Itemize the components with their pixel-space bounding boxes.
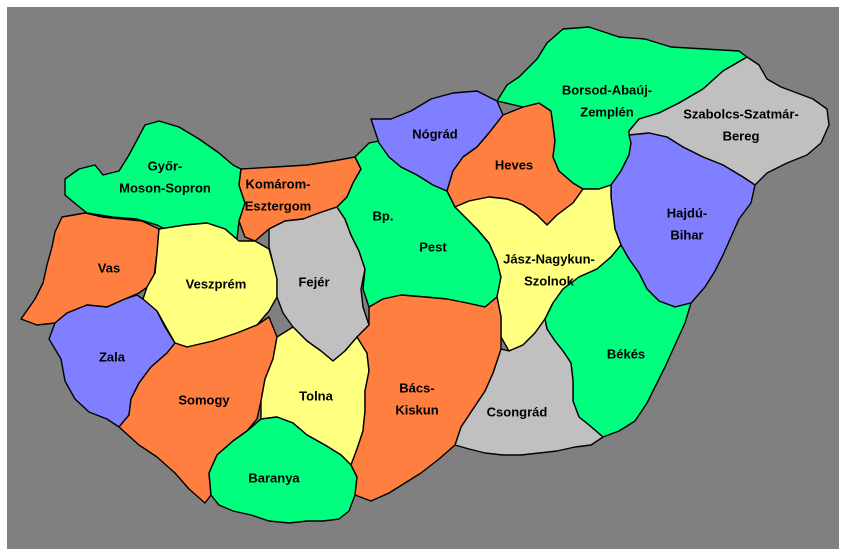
county-label-line: Hajdú- — [666, 205, 708, 221]
county-label-hajdu-bihar: Hajdú- Bihar — [667, 206, 707, 243]
county-label-komarom-esztergom: Komárom- Esztergom — [245, 177, 311, 214]
county-label-line: Zemplén — [580, 104, 634, 120]
county-label-line: Nógrád — [412, 126, 458, 142]
county-label-veszprem: Veszprém — [186, 277, 247, 292]
county-label-line: Szabolcs-Szatmár- — [683, 106, 799, 122]
county-label-line: Zala — [98, 349, 126, 365]
county-label-line: Szolnok — [524, 273, 574, 289]
county-label-line: Heves — [494, 157, 534, 173]
county-label-line: Tolna — [299, 388, 333, 404]
county-label-line: Somogy — [178, 392, 230, 408]
county-label-borsod-abauj-zemplen: Borsod-Abaúj- Zemplén — [562, 83, 652, 120]
county-baranya[interactable] — [208, 416, 358, 524]
county-label-tolna: Tolna — [299, 389, 333, 404]
county-label-line: Békés — [606, 346, 646, 362]
county-map-svg — [20, 26, 830, 524]
county-label-vas: Vas — [98, 261, 120, 276]
county-label-line: Baranya — [248, 470, 300, 486]
county-label-fejer: Fejér — [298, 275, 329, 290]
county-label-bekes: Békés — [607, 347, 645, 362]
county-label-line: Vas — [97, 260, 121, 276]
county-label-line: Borsod-Abaúj- — [561, 82, 653, 98]
county-bacs-kiskun[interactable] — [350, 294, 502, 502]
county-label-budapest: Bp. — [373, 209, 394, 224]
county-label-line: Bp. — [372, 208, 394, 224]
county-label-csongrad: Csongrád — [487, 405, 548, 420]
county-label-line: Veszprém — [185, 276, 247, 292]
county-label-heves: Heves — [495, 158, 533, 173]
county-label-line: Fejér — [298, 274, 330, 290]
county-shapes — [20, 26, 830, 524]
county-label-somogy: Somogy — [178, 393, 229, 408]
county-label-line: Komárom- — [245, 176, 311, 192]
county-label-line: Győr- — [147, 158, 183, 174]
county-label-gyor-moson-sopron: Győr- Moson-Sopron — [119, 159, 211, 196]
county-label-line: Bács- — [399, 380, 435, 396]
county-label-pest: Pest — [419, 240, 446, 255]
county-label-zala: Zala — [99, 350, 125, 365]
county-label-baranya: Baranya — [248, 471, 299, 486]
county-label-nograd: Nógrád — [412, 127, 458, 142]
county-label-line: Kiskun — [395, 402, 439, 418]
county-label-szabolcs-szatmar-bereg: Szabolcs-Szatmár- Bereg — [683, 107, 799, 144]
county-label-line: Esztergom — [244, 198, 312, 214]
county-label-line: Csongrád — [486, 404, 548, 420]
county-label-line: Bereg — [722, 128, 760, 144]
county-label-line: Bihar — [670, 227, 704, 243]
county-label-bacs-kiskun: Bács- Kiskun — [395, 381, 438, 418]
county-label-line: Moson-Sopron — [119, 180, 211, 196]
county-label-line: Jász-Nagykun- — [503, 251, 595, 267]
county-label-jasz-nagykun-szolnok: Jász-Nagykun- Szolnok — [503, 252, 595, 289]
county-label-line: Pest — [419, 239, 447, 255]
